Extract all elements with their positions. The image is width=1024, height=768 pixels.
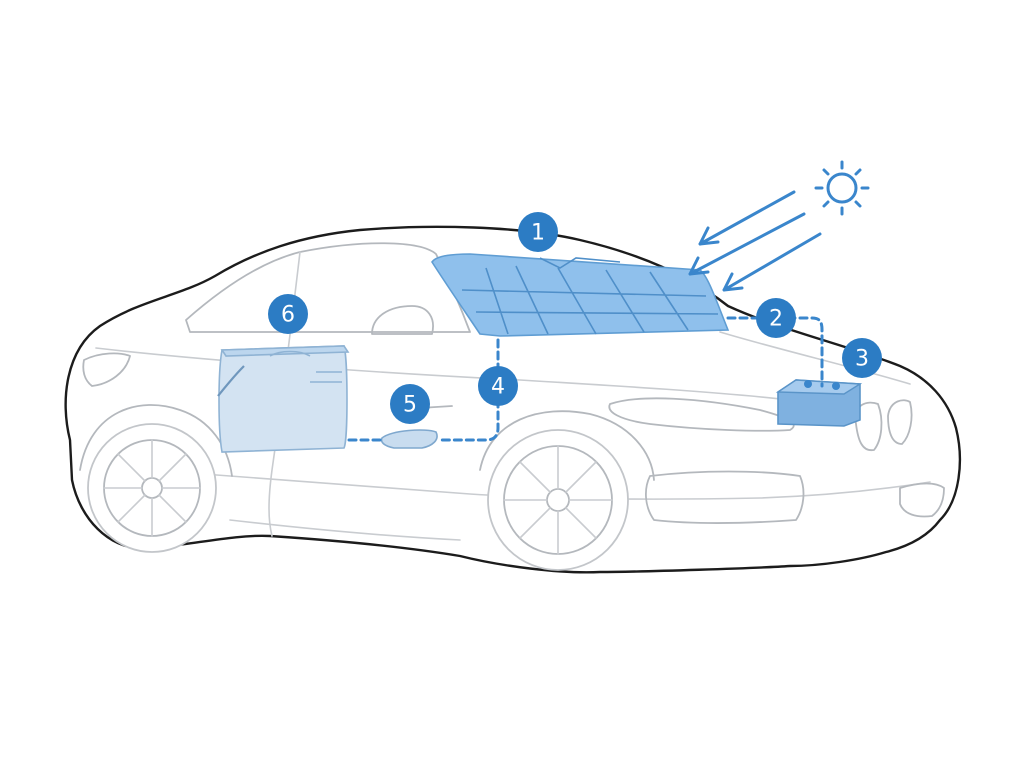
fog-light: [899, 482, 945, 518]
taillight: [82, 352, 131, 387]
callout-2-label: 2: [769, 307, 783, 332]
callout-3-label: 3: [855, 347, 869, 372]
car-outline: [64, 225, 961, 574]
battery: [775, 379, 863, 427]
arrow-icon: [688, 190, 822, 292]
rocker-line: [229, 519, 461, 541]
controller: [380, 429, 438, 449]
callout-6-label: 6: [281, 303, 295, 328]
callout-5-label: 5: [403, 393, 417, 418]
window-frame: [185, 242, 471, 333]
bumper-intake: [645, 470, 805, 524]
callout-6: 6: [268, 294, 308, 334]
callout-2: 2: [756, 298, 796, 338]
callout-1: 1: [518, 212, 558, 252]
side-mirror: [371, 305, 434, 335]
cable-panel-to-battery: [726, 316, 824, 388]
car-illustration: [64, 225, 961, 574]
hood-crease: [719, 331, 911, 385]
callout-4: 4: [478, 366, 518, 406]
rear-wheel: [87, 423, 217, 553]
callout-1-label: 1: [531, 221, 545, 246]
grille-right: [887, 399, 913, 445]
grille-left: [854, 401, 883, 452]
solar-panel: [431, 253, 730, 337]
callout-5: 5: [390, 384, 430, 424]
callout-4-label: 4: [491, 375, 505, 400]
callout-3: 3: [842, 338, 882, 378]
headlight: [608, 397, 795, 432]
cooler: [217, 345, 350, 453]
front-wheel: [487, 429, 629, 571]
sun-icon: [814, 160, 870, 216]
belt-line: [95, 347, 791, 401]
cable-panel-to-controller: [436, 338, 500, 442]
